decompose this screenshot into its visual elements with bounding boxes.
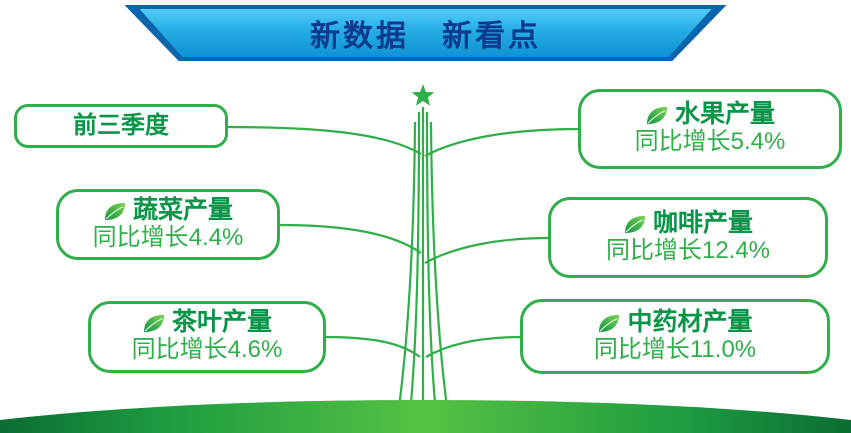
card-title-row: 水果产量 [645,102,775,127]
star-icon [411,84,435,106]
trunk-line [408,111,421,415]
card-title-row: 咖啡产量 [623,208,753,237]
title-banner: 新数据 新看点 [139,9,712,57]
card-title: 蔬菜产量 [132,195,233,224]
card-growth: 同比增长11.0% [593,335,757,363]
card-fruit: 水果产量 同比增长5.4% [578,89,842,169]
leaf-icon [142,313,165,334]
page-title: 新数据 新看点 [310,20,541,53]
branch-vegetable [277,223,422,254]
ground [0,400,851,433]
card-title: 咖啡产量 [652,208,753,237]
branch-quarter [225,125,422,155]
card-vegetable: 蔬菜产量 同比增长4.4% [56,189,280,260]
card-title: 茶叶产量 [171,308,272,337]
leaf-icon [645,105,668,126]
card-coffee: 咖啡产量 同比增长12.4% [548,197,828,278]
card-title-row: 茶叶产量 [142,310,272,335]
trunk-line [425,111,438,415]
card-growth: 同比增长4.6% [131,336,283,364]
branch-fruit [424,127,581,157]
leaf-icon [623,214,646,235]
trunk-line [429,121,450,415]
card-title-row: 蔬菜产量 [103,195,233,224]
branch-tea [323,335,421,358]
card-title-row: 中药材产量 [597,307,753,336]
card-growth: 同比增长12.4% [605,236,771,264]
card-growth: 同比增长4.4% [92,223,244,251]
card-title: 前三季度 [73,112,169,139]
card-title: 水果产量 [674,100,775,129]
branch-coffee [424,236,551,264]
leaf-icon [103,201,126,222]
trunk-line [396,121,417,415]
card-herb: 中药材产量 同比增长11.0% [520,299,830,374]
branch-herb [425,335,523,358]
leaf-icon [597,313,620,334]
card-title: 中药材产量 [627,307,753,336]
card-quarter: 前三季度 [14,104,228,148]
card-tea: 茶叶产量 同比增长4.6% [88,301,326,373]
card-growth: 同比增长5.4% [634,128,786,156]
card-title-row: 前三季度 [73,114,169,138]
